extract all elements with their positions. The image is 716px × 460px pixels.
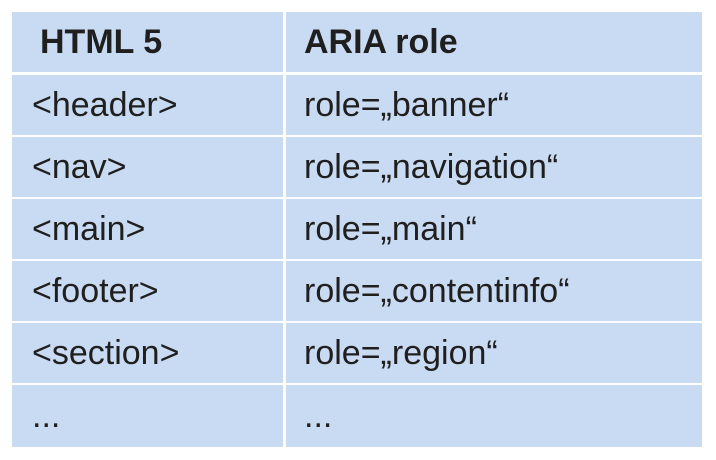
html5-aria-role-table: HTML 5 ARIA role <header> role=„banner“ … [12,12,702,448]
cell-html-element: <section> [12,322,286,384]
cell-aria-role: ... [286,384,702,448]
cell-aria-role: role=„navigation“ [286,136,702,198]
cell-aria-role: role=„contentinfo“ [286,260,702,322]
table-header-row: HTML 5 ARIA role [12,12,702,74]
table-row: <nav> role=„navigation“ [12,136,702,198]
table-row: <header> role=„banner“ [12,74,702,136]
cell-aria-role: role=„region“ [286,322,702,384]
cell-aria-role: role=„main“ [286,198,702,260]
table-row: <main> role=„main“ [12,198,702,260]
cell-html-element: <footer> [12,260,286,322]
cell-aria-role: role=„banner“ [286,74,702,136]
cell-html-element: <nav> [12,136,286,198]
cell-html-element: ... [12,384,286,448]
table-row: ... ... [12,384,702,448]
header-aria-role: ARIA role [286,12,702,74]
table-row: <section> role=„region“ [12,322,702,384]
table-row: <footer> role=„contentinfo“ [12,260,702,322]
mapping-table-container: HTML 5 ARIA role <header> role=„banner“ … [12,12,702,448]
cell-html-element: <header> [12,74,286,136]
cell-html-element: <main> [12,198,286,260]
header-html5: HTML 5 [12,12,286,74]
